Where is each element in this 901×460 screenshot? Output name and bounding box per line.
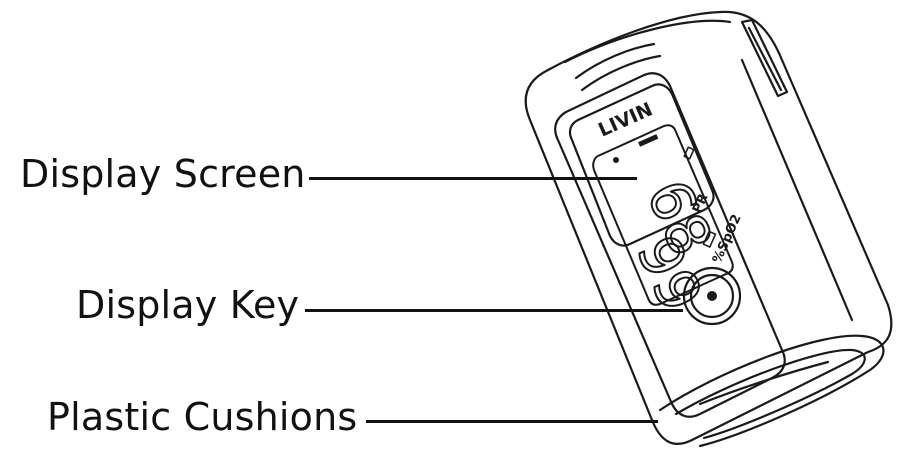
- lcd-display: [592, 124, 734, 306]
- clip-back-strip: [740, 18, 789, 98]
- brand-logo: LIVIN: [595, 98, 656, 141]
- leader-line-plastic-cushions: [366, 420, 658, 423]
- screen-frame: [568, 83, 715, 247]
- plastic-cushion-inner: [674, 348, 866, 440]
- display-key-dot: [707, 291, 717, 301]
- pr-label: PR: [690, 192, 712, 216]
- leader-line-display-screen: [309, 177, 637, 180]
- device-body: [524, 10, 893, 446]
- display-key-outer: [682, 266, 742, 326]
- device-side-edge: [740, 58, 854, 322]
- leader-line-display-key: [305, 309, 683, 312]
- callout-label-display-screen: Display Screen: [20, 152, 306, 196]
- callout-label-plastic-cushions: Plastic Cushions: [47, 395, 358, 439]
- grip-groove-2: [580, 54, 662, 92]
- device-top-ridge: [563, 19, 732, 64]
- grip-groove-1: [574, 42, 656, 80]
- signal-icon: [683, 146, 695, 160]
- cushion-lip: [698, 360, 830, 406]
- indicator-bar: [638, 134, 659, 147]
- clip-back-strip-edge: [747, 26, 783, 92]
- battery-icon: [702, 230, 717, 248]
- callout-label-display-key: Display Key: [76, 283, 300, 327]
- heart-indicator: [613, 157, 619, 163]
- display-key-ring: [689, 273, 735, 319]
- plastic-cushion-outer: [658, 334, 885, 448]
